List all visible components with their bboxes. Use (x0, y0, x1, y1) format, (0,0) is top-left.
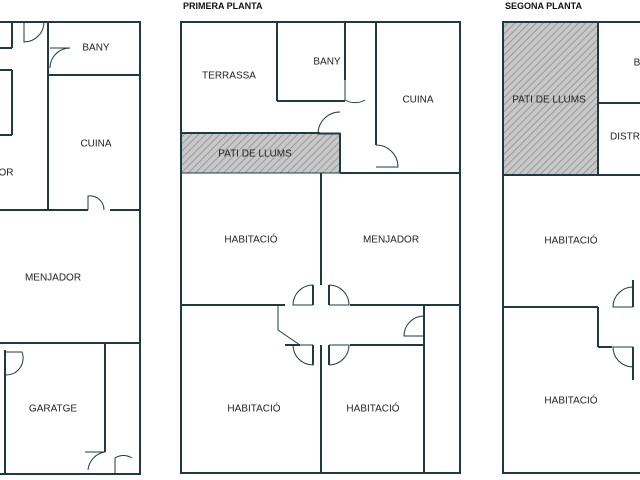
first-door-bany (344, 80, 366, 104)
ground-door-1 (23, 21, 45, 43)
second-floor-plan: SEGONA PLANTA PATI DE LLUMS B DISTR HABI… (502, 1, 640, 474)
first-label-habitacio3: HABITACIÓ (346, 402, 399, 415)
first-door-cuina (375, 144, 399, 168)
second-door-habitacio2 (612, 346, 634, 368)
second-outer-wall (502, 21, 640, 474)
second-label-habitacio2: HABITACIÓ (544, 394, 597, 407)
second-floor-title: SEGONA PLANTA (505, 1, 583, 11)
ground-label-cuina: CUINA (80, 139, 111, 150)
first-label-habitacio1: HABITACIÓ (224, 233, 277, 246)
second-label-habitacio1: HABITACIÓ (544, 234, 597, 247)
first-label-terrassa: TERRASSA (202, 71, 256, 82)
first-label-menjador: MENJADOR (363, 235, 419, 246)
second-label-pati: PATI DE LLUMS (512, 95, 586, 106)
ground-label-menjador: MENJADOR (25, 273, 81, 284)
second-door-habitacio1 (612, 286, 634, 308)
ground-label-bany: BANY (82, 43, 110, 54)
ground-door-exit-1 (85, 451, 106, 471)
ground-door-bany (49, 47, 71, 69)
ground-door-garatge (4, 351, 24, 376)
first-door-terrassa (317, 111, 341, 135)
first-label-pati: PATI DE LLUMS (218, 149, 292, 160)
first-pati-hatch (180, 132, 341, 174)
first-door-habitacio3 (328, 344, 350, 366)
first-label-bany: BANY (313, 57, 341, 68)
first-door-habitacio2 (292, 344, 314, 366)
first-floor-plan: PRIMERA PLANTA TER (180, 1, 461, 474)
ground-label-garatge: GARATGE (29, 404, 77, 415)
ground-floor-plan: BANY CUINA OR MENJADOR GARATGE (0, 21, 141, 475)
first-door-habitacio1 (292, 284, 314, 306)
ground-label-rebedor: OR (0, 168, 14, 179)
second-label-distribuidor: DISTR (610, 132, 640, 143)
ground-door-cuina (87, 195, 105, 211)
first-label-habitacio2: HABITACIÓ (227, 402, 280, 415)
ground-door-exit-2 (114, 455, 133, 474)
first-door-menjador (328, 284, 350, 306)
second-label-bany: B (634, 58, 640, 69)
first-floor-title: PRIMERA PLANTA (183, 1, 263, 11)
ground-outer-wall (0, 21, 141, 475)
first-door-4 (403, 315, 425, 337)
first-label-cuina: CUINA (402, 95, 433, 106)
first-door-5 (277, 305, 301, 346)
